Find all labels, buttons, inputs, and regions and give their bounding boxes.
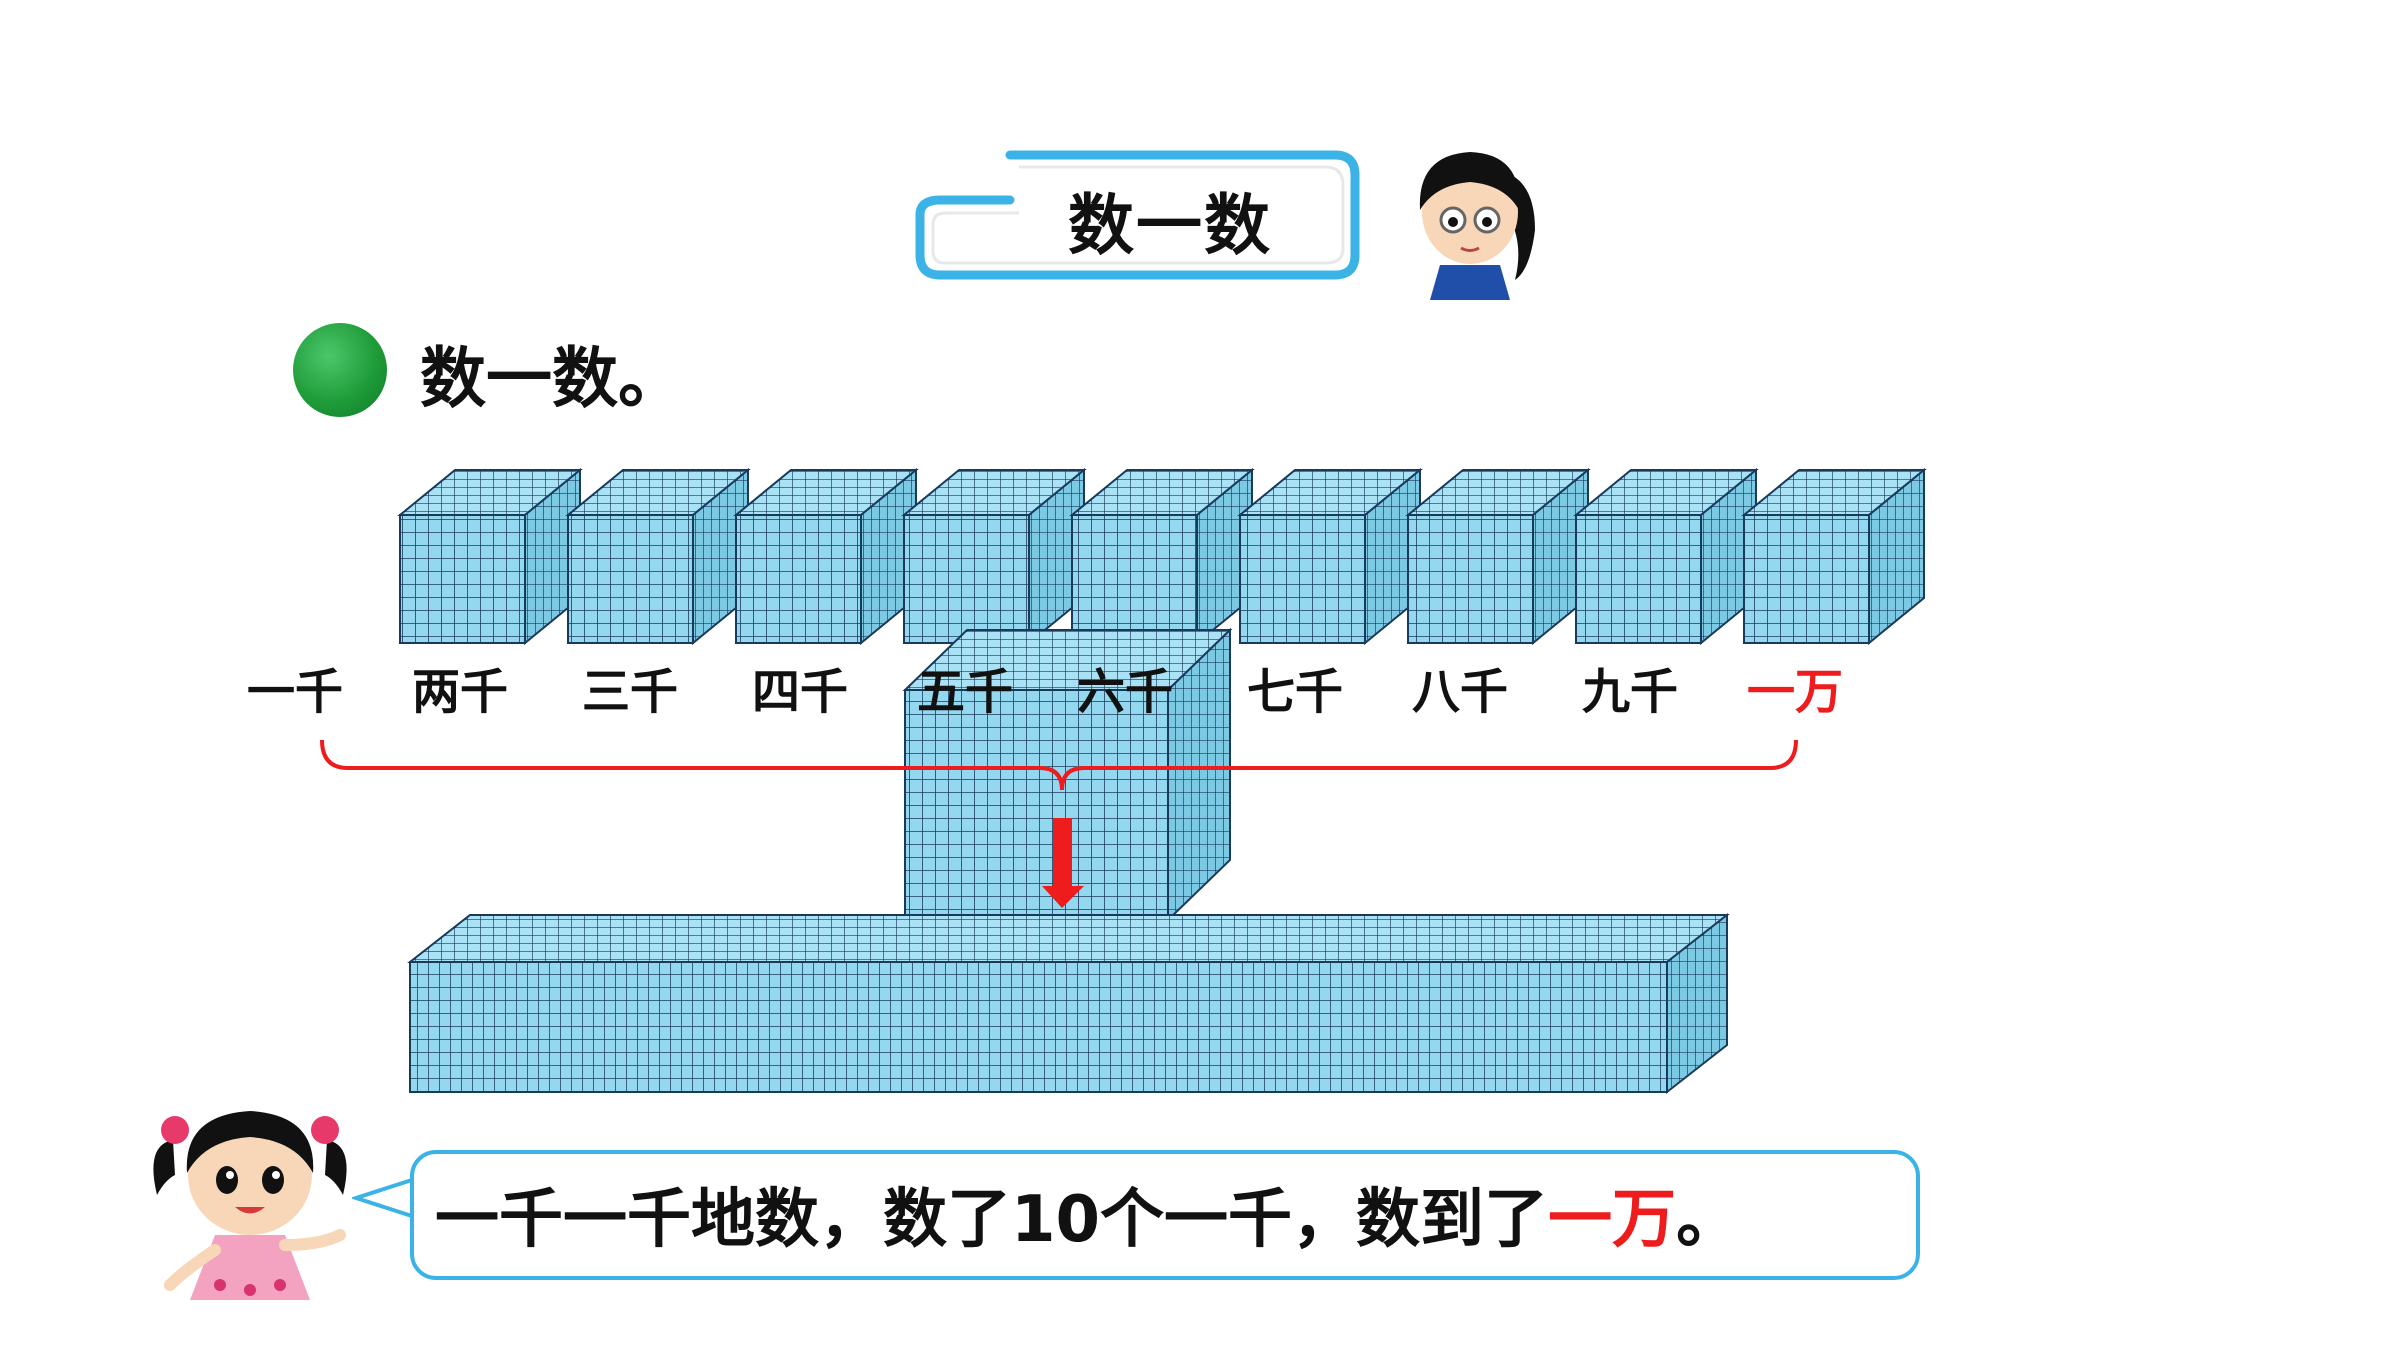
speech-bubble — [410, 1150, 1920, 1280]
thousand-cube-icon — [733, 467, 919, 646]
speech-text: 一千一千地数，数了10个一千，数到了一万。 — [435, 1168, 1740, 1260]
count-label-highlight: 一万 — [1746, 664, 1843, 720]
thousand-cube-icon — [565, 467, 751, 646]
count-label: 一千 — [246, 664, 343, 720]
speech-text-prefix: 一千一千地数，数了10个一千，数到了 — [435, 1183, 1549, 1257]
boy-avatar-icon — [1419, 152, 1535, 300]
section-heading: 数一数。 — [420, 340, 684, 417]
page-title: 数一数 — [1068, 187, 1272, 264]
thousand-cube-icon — [1237, 467, 1423, 646]
thousand-cube-icon — [1405, 467, 1591, 646]
count-label: 八千 — [1411, 664, 1508, 720]
title-banner — [915, 150, 1360, 280]
thousand-cube-icon — [1741, 467, 1927, 646]
count-label: 九千 — [1581, 664, 1678, 720]
count-label: 三千 — [581, 664, 678, 720]
count-label: 七千 — [1246, 664, 1343, 720]
speech-text-suffix: 。 — [1676, 1183, 1741, 1257]
large-cube — [902, 627, 1233, 923]
speech-text-highlight: 一万 — [1548, 1183, 1677, 1257]
thousand-cube-icon — [1069, 467, 1255, 646]
thousand-cube-icon — [397, 467, 583, 646]
bracket — [320, 739, 1798, 791]
count-label: 六千 — [1076, 664, 1173, 720]
red-arrow-icon — [1042, 818, 1084, 908]
count-label: 两千 — [411, 664, 508, 720]
count-label: 四千 — [751, 664, 848, 720]
thousand-cube-icon — [901, 467, 1087, 646]
count-label: 五千 — [916, 664, 1013, 720]
speech-bubble-tail — [352, 1176, 419, 1220]
green-bullet-icon — [293, 323, 387, 417]
girl-avatar-icon — [153, 1111, 347, 1300]
ten-thousand-bar-icon — [407, 912, 1730, 1095]
thousand-cube-icon — [1573, 467, 1759, 646]
